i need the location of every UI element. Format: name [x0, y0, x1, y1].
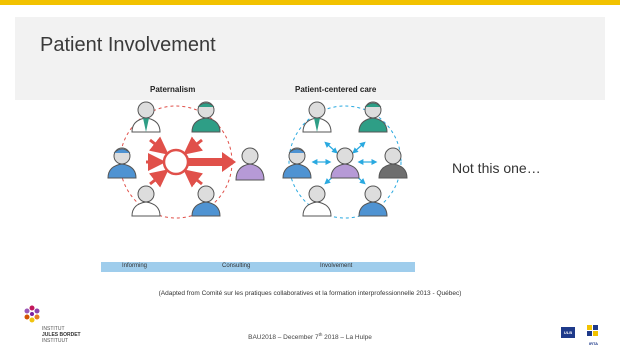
irta-logo-text: IRTA: [589, 341, 599, 346]
slide-title: Patient Involvement: [40, 34, 216, 56]
patient-centered-care-label: Patient-centered care: [295, 85, 377, 94]
footer-sup: th: [318, 332, 323, 337]
professional-figure-icon: [358, 185, 388, 217]
doctor-figure-icon: [131, 101, 161, 133]
professional-figure-icon: [282, 147, 312, 179]
footer-post: 2018 – La Hulpe: [322, 334, 372, 342]
citation: (Adapted from Comité sur les pratiques c…: [158, 290, 462, 297]
nurse-figure-icon: [191, 101, 221, 133]
title-band: [15, 17, 605, 100]
scale-involvement: Involvement: [320, 263, 353, 269]
paternalism-label: Paternalism: [150, 85, 196, 94]
irta-logo-icon: [587, 325, 598, 336]
scale-informing: Informing: [122, 263, 148, 269]
patient-figure-icon: [235, 147, 265, 181]
professional-figure-icon: [107, 147, 137, 179]
big-red-arrow-icon: [188, 152, 236, 172]
nurse-figure-icon: [358, 101, 388, 133]
paternalism-arrows: [146, 136, 203, 188]
professional-figure-icon: [302, 185, 332, 217]
doctor-figure-icon: [302, 101, 332, 133]
footer: BAU2018 – December 7th 2018 – La Hulpe: [0, 332, 620, 341]
bordet-line-2: JULES BORDET: [42, 332, 81, 338]
professional-figure-icon: [131, 185, 161, 217]
scale-consulting: Consulting: [222, 263, 251, 269]
bordet-line-3: INSTITUUT: [42, 338, 69, 344]
accent-bar: [0, 0, 620, 5]
footer-pre: BAU2018 – December 7: [248, 334, 319, 342]
paternalism-diagram: [107, 101, 265, 219]
patient-figure-icon: [330, 147, 360, 179]
professional-figure-icon: [191, 185, 221, 217]
side-note: Not this one…: [452, 160, 541, 176]
bordet-logo-icon: [24, 305, 40, 323]
bordet-line-1: INSTITUT: [42, 326, 65, 332]
professional-figure-icon: [378, 147, 408, 179]
patient-centered-diagram: [282, 101, 408, 219]
ulb-logo: ULB: [561, 327, 575, 338]
involvement-scale-bar: [101, 262, 415, 272]
bordet-logo-text: INSTITUT JULES BORDET INSTITUUT: [42, 326, 81, 344]
